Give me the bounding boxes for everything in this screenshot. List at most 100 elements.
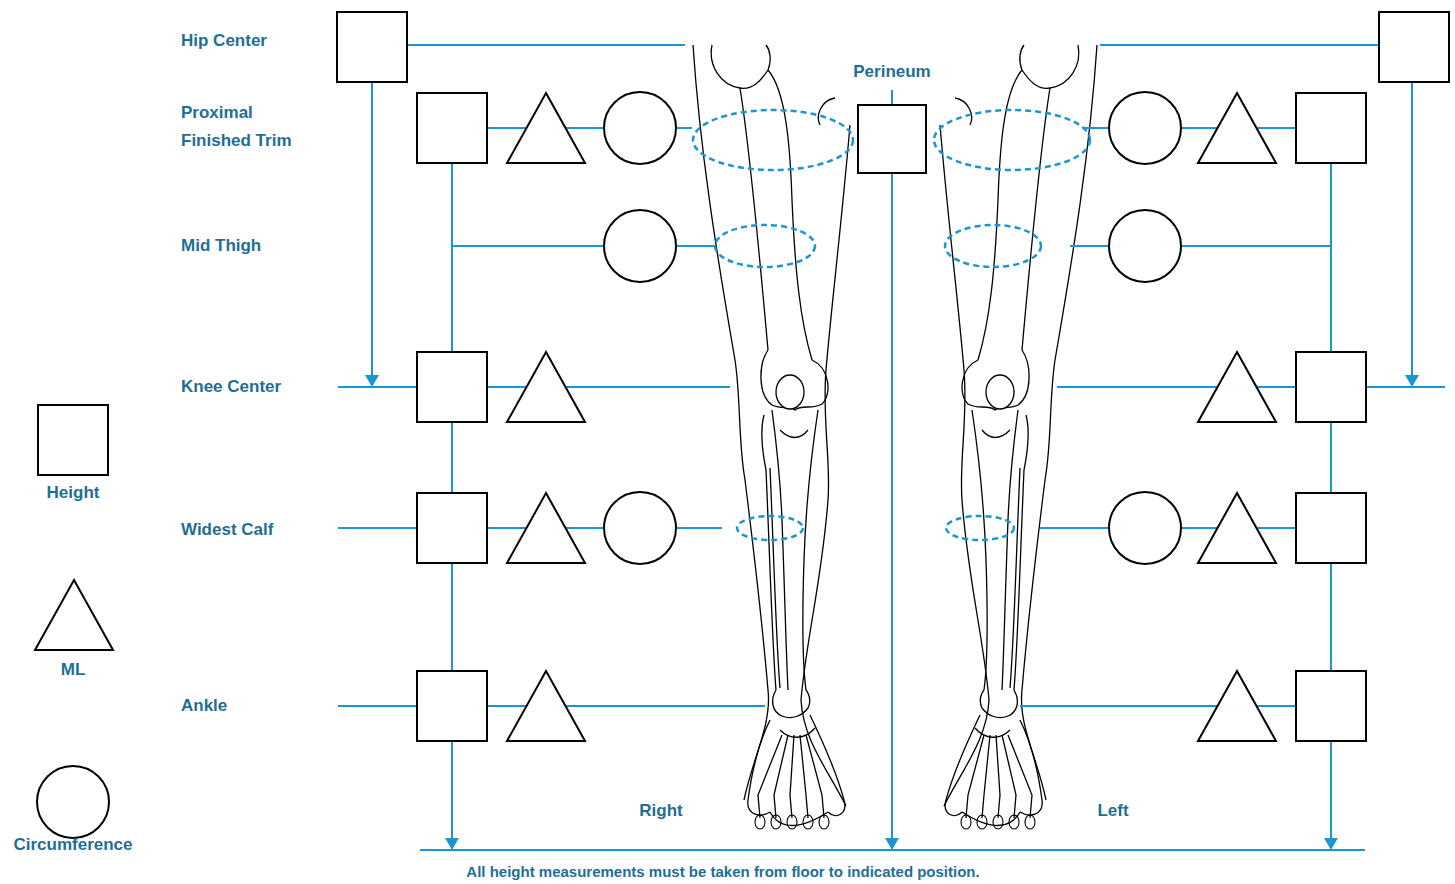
circumference-circle (1109, 92, 1181, 164)
leg-outline (761, 350, 828, 410)
leg-outline (740, 88, 768, 350)
ml-triangle (1198, 493, 1276, 563)
leg-outline (982, 735, 990, 818)
leg-outline (1021, 45, 1097, 800)
ml-triangle (1198, 352, 1276, 422)
leg-outline (800, 735, 808, 818)
height-box (417, 352, 487, 422)
legend-label: ML (61, 656, 86, 684)
height-box (417, 493, 487, 563)
leg-outline (790, 735, 794, 818)
ml-triangle (1198, 93, 1276, 163)
leg-outline (940, 125, 989, 806)
height-box (337, 12, 407, 82)
row-label: Knee Center (181, 373, 281, 401)
leg-outline (966, 735, 984, 818)
height-box (417, 671, 487, 741)
toe (755, 815, 765, 829)
node-heading: Perineum (853, 58, 930, 86)
arrow-head (1405, 375, 1419, 387)
note: All height measurements must be taken fr… (466, 862, 979, 882)
patella (776, 375, 804, 409)
row-label: Proximal Finished Trim (181, 99, 306, 155)
arrow-head (445, 838, 459, 850)
leg-outline (996, 735, 1000, 818)
row-label: Widest Calf (181, 516, 273, 544)
arrow-head (365, 375, 379, 387)
leg-outline (945, 715, 980, 816)
circumference-circle (1109, 210, 1181, 282)
leg-outline (955, 98, 972, 125)
leg-outline (1022, 88, 1050, 350)
toe (771, 815, 781, 829)
leg-outline (711, 45, 770, 88)
circumference-circle (604, 492, 676, 564)
leg-outline (772, 410, 788, 690)
arrow-head (885, 838, 899, 850)
leg-outline (1010, 468, 1020, 688)
leg-outline (1002, 410, 1018, 690)
measure-line (1020, 705, 1331, 707)
toe (787, 815, 797, 829)
row-label: Hip Center (181, 27, 267, 55)
circumference-circle (37, 766, 109, 838)
circumference-circle (1109, 492, 1181, 564)
height-box: Perineum (857, 104, 927, 174)
circumference-circle (604, 210, 676, 282)
leg-outline (972, 410, 987, 690)
leg-outline (774, 735, 788, 818)
toe (993, 815, 1003, 829)
ml-triangle (35, 580, 113, 650)
toe (1025, 815, 1035, 829)
measure-line (1100, 44, 1379, 46)
ml-triangle (1198, 671, 1276, 741)
leg-outline (978, 70, 1022, 360)
leg-outline (806, 735, 824, 818)
leg-outline (693, 45, 769, 800)
leg-outline (780, 430, 808, 438)
measure-ring (693, 110, 853, 170)
measure-ring (945, 225, 1041, 267)
leg-outline (801, 125, 850, 806)
toe (977, 815, 987, 829)
leg-outline (780, 728, 815, 737)
side-label: Left (1097, 797, 1128, 825)
leg-outline (1002, 735, 1016, 818)
ml-triangle (507, 93, 585, 163)
leg-outline (770, 468, 780, 688)
ml-triangle (507, 352, 585, 422)
measure-line (1411, 82, 1413, 377)
measure-line (407, 44, 685, 46)
height-box (1296, 93, 1366, 163)
toe (819, 815, 829, 829)
right-leg (693, 45, 850, 829)
leg-outline (810, 715, 845, 816)
height-box (38, 405, 108, 475)
patella (986, 375, 1014, 409)
measure-ring (934, 110, 1090, 170)
height-box (1296, 671, 1366, 741)
measure-line (891, 90, 893, 104)
measure-ring (715, 225, 815, 267)
arrow-head (1324, 838, 1338, 850)
ml-triangle (507, 493, 585, 563)
circumference-circle (604, 92, 676, 164)
height-box (1296, 352, 1366, 422)
measure-line (891, 174, 893, 842)
row-label: Ankle (181, 692, 227, 720)
toe (961, 815, 971, 829)
legend-label: Circumference (13, 831, 132, 859)
toe (803, 815, 813, 829)
leg-outline (962, 350, 1029, 410)
leg-outline (773, 690, 810, 718)
height-box (417, 93, 487, 163)
measure-ring (946, 516, 1014, 540)
leg-outline (980, 690, 1017, 718)
measure-line (1040, 527, 1331, 529)
leg-outline (803, 410, 818, 690)
height-box (1379, 12, 1449, 82)
leg-outline (1020, 45, 1079, 88)
side-label: Right (639, 797, 682, 825)
measure-ring (737, 516, 803, 540)
leg-outline (975, 728, 1010, 737)
